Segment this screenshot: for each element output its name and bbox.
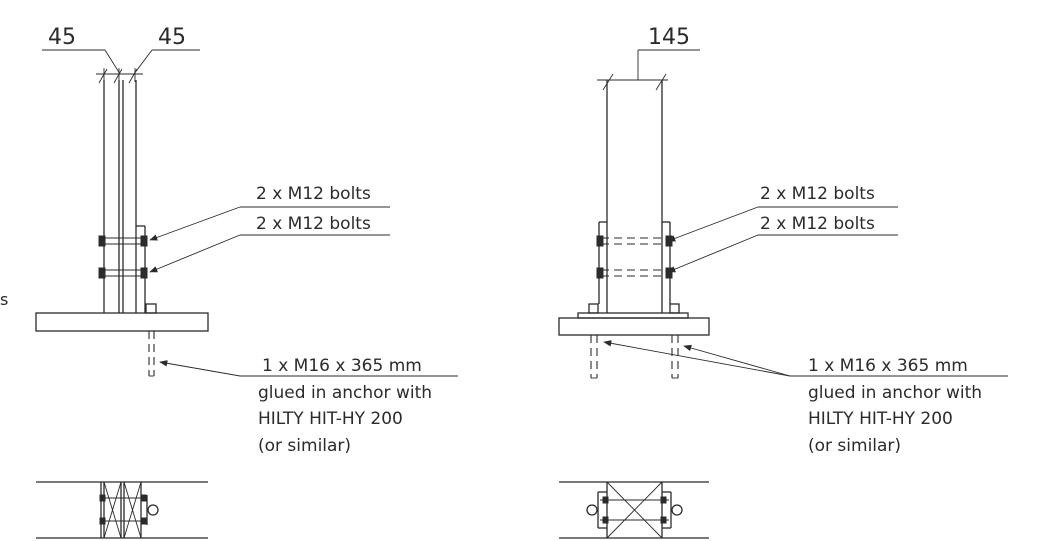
- left-anchor-label-line4: (or similar): [258, 436, 351, 456]
- right-post: [598, 80, 671, 313]
- left-leaders: [149, 206, 458, 377]
- left-post-pair: [103, 80, 146, 313]
- left-anchor-label-line2: glued in anchor with: [258, 383, 432, 403]
- right-dimension: 145: [597, 25, 700, 91]
- left-anchor-label-line3: HILTY HIT-HY 200: [258, 409, 403, 429]
- right-bolts-lower: [596, 267, 673, 279]
- left-bolt-label-lower: 2 x M12 bolts: [256, 214, 371, 234]
- right-column-detail: 145: [558, 25, 1008, 539]
- left-anchor-nut: [145, 303, 157, 314]
- right-leaders: [603, 206, 1008, 377]
- dim-label-45-left: 45: [48, 25, 76, 50]
- left-bolts-lower: [98, 267, 148, 279]
- left-anchor-rod: [148, 331, 155, 377]
- dim-label-45-right: 45: [158, 25, 186, 50]
- left-dimension: 45 45: [42, 25, 200, 84]
- right-anchor-label-line3: HILTY HIT-HY 200: [808, 409, 953, 429]
- right-anchor-nut-right: [669, 303, 680, 314]
- left-plan-view: [36, 481, 208, 539]
- right-plan-view: [559, 481, 709, 539]
- edge-cropped-text: s: [0, 290, 8, 309]
- right-bolt-label-upper: 2 x M12 bolts: [760, 184, 875, 204]
- left-anchor-label-line1: 1 x M16 x 365 mm: [262, 356, 422, 376]
- left-bolts-upper: [98, 235, 148, 247]
- right-anchor-label-line4: (or similar): [808, 436, 901, 456]
- right-anchor-rods: [590, 335, 679, 379]
- right-anchor-label-line1: 1 x M16 x 365 mm: [808, 356, 968, 376]
- left-base-footing: [35, 312, 209, 332]
- dim-label-145: 145: [648, 25, 690, 50]
- right-bolts-upper: [596, 235, 673, 247]
- right-bolt-label-lower: 2 x M12 bolts: [760, 214, 875, 234]
- left-bolt-label-upper: 2 x M12 bolts: [256, 184, 371, 204]
- right-base-plate: [577, 312, 689, 319]
- left-column-detail: 45 45: [35, 25, 458, 539]
- right-anchor-nut-left: [588, 303, 599, 314]
- right-anchor-label-line2: glued in anchor with: [808, 383, 982, 403]
- right-base-footing: [558, 317, 710, 336]
